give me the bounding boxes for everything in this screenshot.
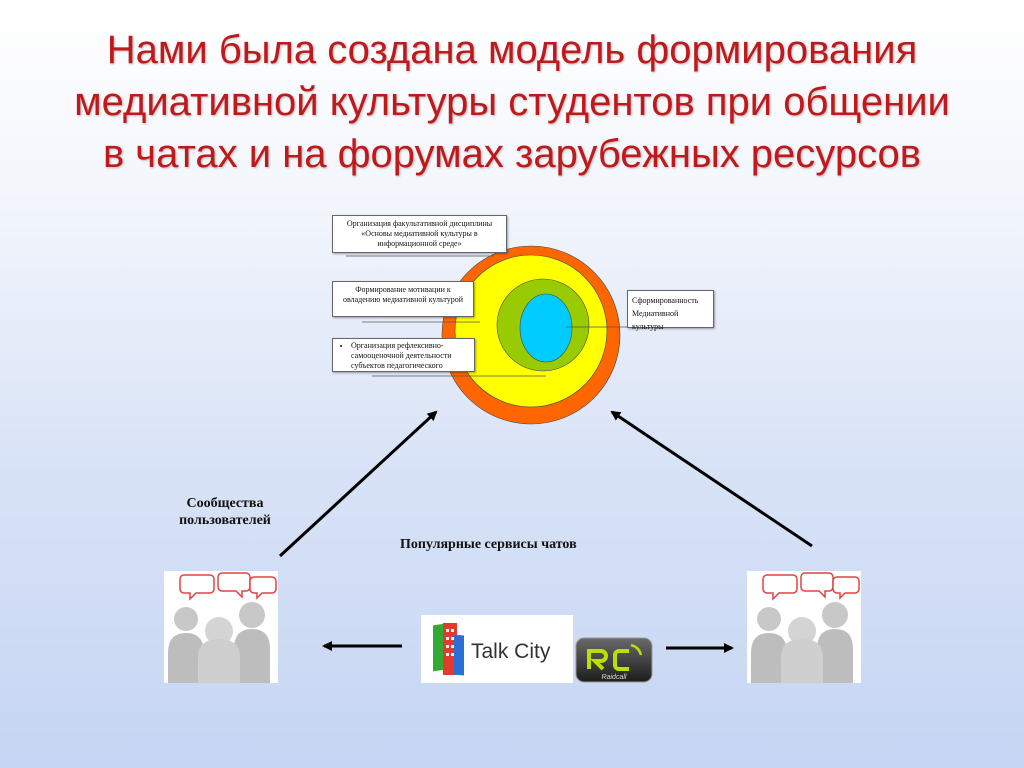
- label-chat-services: Популярные сервисы чатов: [400, 537, 577, 552]
- talkcity-logo-text: Talk City: [471, 640, 551, 663]
- ring-core: [519, 293, 573, 363]
- label-user-communities: Сообщества пользователей: [179, 496, 271, 528]
- box-reflection: Организация рефлексивно-самооценочной де…: [332, 338, 475, 372]
- page-title: Нами была создана модель формирования ме…: [0, 24, 1024, 180]
- box-result: Сформированность Медиативной культуры: [627, 290, 714, 331]
- box-elective-course: Организация факультативной дисциплины «О…: [332, 215, 507, 253]
- arrow-left-up: [278, 410, 438, 558]
- arrow-right-up: [610, 410, 813, 548]
- title-line-2: медиативной культуры студентов при общен…: [74, 80, 950, 124]
- talkcity-logo: Talk City: [421, 615, 573, 683]
- title-line-1: Нами была создана модель формирования: [106, 28, 918, 72]
- people-group-right-image: [747, 571, 861, 683]
- box-motivation: Формирование мотивации к овладению медиа…: [332, 281, 474, 317]
- people-group-left-image: [164, 571, 278, 683]
- raidcall-logo-text: Raidcall: [602, 674, 627, 681]
- raidcall-logo: Raidcall: [575, 637, 653, 683]
- title-line-3: в чатах и на форумах зарубежных ресурсов: [102, 132, 922, 176]
